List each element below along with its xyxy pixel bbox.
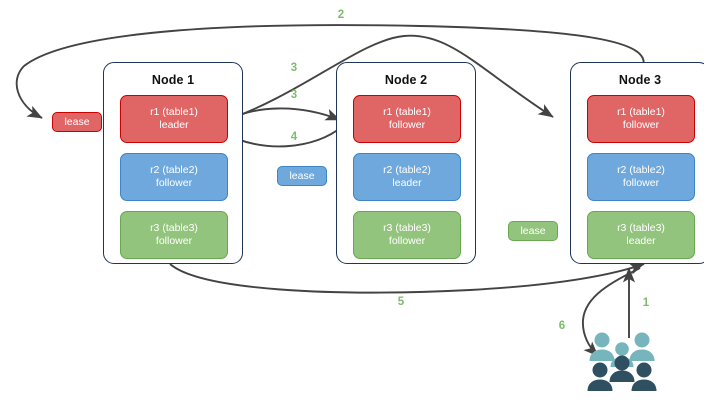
replica-label-line2: follower <box>388 235 426 247</box>
replica-label-line1: r3 (table3) <box>383 222 431 234</box>
step-label-6: 6 <box>558 320 566 332</box>
replica-label-line2: follower <box>622 119 660 131</box>
replica-label-line2: follower <box>388 119 426 131</box>
replica-label-line1: r2 (table2) <box>617 164 665 176</box>
replica-node3-r2[interactable]: r2 (table2) follower <box>587 153 695 201</box>
replica-node2-r3[interactable]: r3 (table3) follower <box>353 211 461 259</box>
replica-label-line1: r1 (table1) <box>150 106 198 118</box>
replica-label-line1: r1 (table1) <box>383 106 431 118</box>
replica-node3-r3[interactable]: r3 (table3) leader <box>587 211 695 259</box>
lease-label: lease <box>520 225 546 237</box>
replica-node1-r3[interactable]: r3 (table3) follower <box>120 211 228 259</box>
replica-node1-r2[interactable]: r2 (table2) follower <box>120 153 228 201</box>
replica-label-line1: r1 (table1) <box>617 106 665 118</box>
lease-badge-r3[interactable]: lease <box>508 221 558 241</box>
step-label-3a: 3 <box>290 62 298 74</box>
lease-label: lease <box>289 170 315 182</box>
replica-label-line2: leader <box>626 235 656 247</box>
step-label-3b: 3 <box>290 89 298 101</box>
replica-label-line1: r2 (table2) <box>150 164 198 176</box>
lease-badge-r2[interactable]: lease <box>277 166 327 186</box>
node-title: Node 2 <box>384 73 428 87</box>
arrow-step-5 <box>169 262 645 294</box>
replica-node3-r1[interactable]: r1 (table1) follower <box>587 95 695 143</box>
replica-label-line2: leader <box>392 177 422 189</box>
node-box-node-3[interactable]: Node 3 r1 (table1) follower r2 (table2) … <box>570 62 704 264</box>
replica-label-line2: leader <box>159 119 189 131</box>
lease-label: lease <box>64 116 90 128</box>
step-label-5: 5 <box>397 296 405 308</box>
step-label-2: 2 <box>337 9 345 21</box>
replica-label-line2: follower <box>155 235 193 247</box>
node-title: Node 1 <box>151 73 195 87</box>
step-label-1: 1 <box>642 297 650 309</box>
people-group-icon <box>587 332 657 391</box>
replica-label-line1: r2 (table2) <box>383 164 431 176</box>
step-label-4: 4 <box>290 131 298 143</box>
replica-label-line1: r3 (table3) <box>617 222 665 234</box>
replica-node1-r1[interactable]: r1 (table1) leader <box>120 95 228 143</box>
replica-label-line2: follower <box>155 177 193 189</box>
replica-node2-r2[interactable]: r2 (table2) leader <box>353 153 461 201</box>
node-box-node-2[interactable]: Node 2 r1 (table1) follower r2 (table2) … <box>336 62 476 264</box>
lease-badge-r1[interactable]: lease <box>52 112 102 132</box>
replica-label-line2: follower <box>622 177 660 189</box>
node-box-node-1[interactable]: Node 1 r1 (table1) leader r2 (table2) fo… <box>103 62 243 264</box>
replica-label-line1: r3 (table3) <box>150 222 198 234</box>
replica-node2-r1[interactable]: r1 (table1) follower <box>353 95 461 143</box>
node-title: Node 3 <box>618 73 662 87</box>
